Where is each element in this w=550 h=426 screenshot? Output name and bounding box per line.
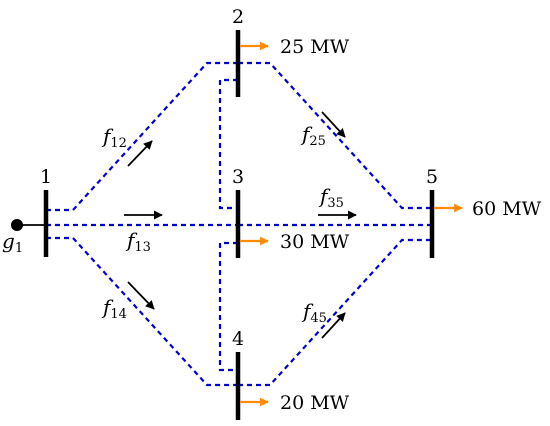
flow-label-14: f14 <box>101 295 127 322</box>
flow-label-13: f13 <box>125 228 151 255</box>
flow-label-12: f12 <box>101 124 127 151</box>
line-1-2 <box>46 61 238 212</box>
flow-label-45: f45 <box>301 299 327 326</box>
flow-arrow-14-icon <box>127 281 155 310</box>
bus-4-label: 4 <box>232 328 244 350</box>
flow-arrow-12-icon <box>127 140 153 167</box>
generator-label: g1 <box>2 229 23 256</box>
load-bus-3-label: 30 MW <box>280 231 350 253</box>
flow-arrow-25-icon <box>321 111 346 138</box>
bus-bars <box>43 30 435 420</box>
bus-2-label: 2 <box>232 6 244 28</box>
flow-arrows <box>124 111 357 339</box>
load-bus-2-label: 25 MW <box>280 36 350 58</box>
line-4-5 <box>238 238 432 387</box>
transmission-lines <box>46 61 432 387</box>
line-1-4 <box>46 236 238 387</box>
flow-arrow-45-icon <box>321 312 346 339</box>
load-bus-5-label: 60 MW <box>472 198 542 220</box>
load-bus-4-label: 20 MW <box>280 392 350 414</box>
bus-1-label: 1 <box>40 166 52 188</box>
line-2-3 <box>218 78 238 210</box>
line-2-5 <box>238 61 432 210</box>
line-3-4 <box>218 241 238 372</box>
generator-node-icon <box>11 219 23 231</box>
flow-label-35: f35 <box>318 184 344 211</box>
bus-5-label: 5 <box>426 166 438 188</box>
loads: 25 MW 30 MW 20 MW 60 MW <box>240 36 542 414</box>
flow-label-25: f25 <box>300 122 326 149</box>
generator-1: g1 <box>2 219 46 256</box>
bus-3-label: 3 <box>232 166 244 188</box>
